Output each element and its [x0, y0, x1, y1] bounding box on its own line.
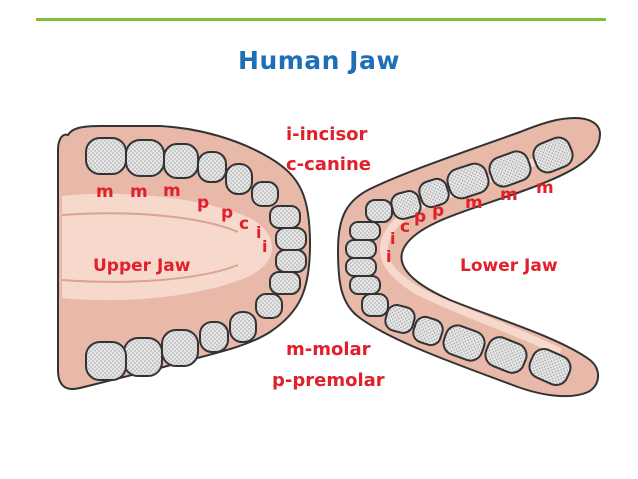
lower-premolar-label: p: [432, 201, 444, 221]
tooth-letter-labels: m m m p p c i i i i c p p m m m: [96, 178, 554, 266]
top-rule: [36, 18, 606, 21]
lower-incisor-label: i: [390, 229, 395, 248]
upper-molar-label: m: [163, 181, 181, 201]
upper-incisor-label: i: [262, 237, 267, 256]
lower-canine-label: c: [400, 217, 410, 237]
upper-molar-label: m: [96, 182, 114, 202]
upper-premolar-tooth: [199, 321, 229, 353]
lower-premolar-tooth: [412, 315, 444, 347]
upper-incisor-tooth: [275, 249, 307, 273]
upper-canine-tooth: [255, 293, 283, 319]
lower-incisor-label: i: [386, 247, 391, 266]
upper-premolar-label: p: [197, 193, 209, 213]
upper-incisor-tooth: [275, 227, 307, 251]
upper-incisor-tooth: [269, 271, 301, 295]
legend-premolar: p-premolar: [272, 370, 385, 391]
upper-canine-label: c: [239, 214, 249, 234]
upper-incisor-tooth: [269, 205, 301, 229]
upper-molar-tooth: [85, 341, 127, 381]
upper-teeth: [85, 137, 307, 381]
upper-incisor-label: i: [256, 223, 261, 242]
upper-molar-tooth: [85, 137, 127, 175]
upper-molar-tooth: [163, 143, 199, 179]
upper-palate-ridge: [61, 212, 239, 283]
lower-canine-tooth: [365, 199, 393, 223]
lower-incisor-tooth: [345, 239, 377, 259]
upper-premolar-tooth: [229, 311, 257, 343]
lower-incisor-tooth: [349, 275, 381, 295]
lower-premolar-tooth: [418, 177, 450, 209]
legend-incisor: i-incisor: [286, 124, 368, 145]
lower-molar-tooth: [484, 336, 528, 374]
lower-molar-tooth: [488, 150, 532, 188]
lower-incisor-tooth: [349, 221, 381, 241]
lower-premolar-tooth: [384, 304, 416, 334]
lower-canine-tooth: [361, 293, 389, 317]
lower-incisor-tooth: [345, 257, 377, 277]
lower-premolar-label: p: [414, 207, 426, 227]
lower-molar-tooth: [442, 324, 486, 362]
lower-molar-label: m: [500, 185, 518, 205]
lower-jaw-label: Lower Jaw: [460, 256, 558, 276]
upper-premolar-tooth: [225, 163, 253, 195]
lower-molar-label: m: [465, 193, 483, 213]
legend-canine: c-canine: [286, 154, 371, 175]
upper-palate: [62, 193, 272, 301]
lower-teeth: [345, 136, 574, 386]
jaw-name-labels: Upper Jaw Lower Jaw: [93, 256, 558, 276]
lower-molar-label: m: [536, 178, 554, 198]
upper-canine-tooth: [251, 181, 279, 207]
upper-jaw-label: Upper Jaw: [93, 256, 191, 276]
page-title: Human Jaw: [238, 46, 400, 75]
lower-molar-tooth: [528, 348, 572, 386]
upper-molar-label: m: [130, 182, 148, 202]
lower-molar-tooth: [446, 162, 490, 200]
upper-molar-tooth: [125, 139, 165, 177]
legend: i-incisor c-canine m-molar p-premolar: [272, 124, 385, 391]
lower-molar-tooth: [532, 136, 574, 174]
upper-premolar-tooth: [197, 151, 227, 183]
upper-molar-tooth: [123, 337, 163, 377]
upper-molar-tooth: [161, 329, 199, 367]
upper-premolar-label: p: [221, 203, 233, 223]
legend-molar: m-molar: [286, 339, 371, 360]
